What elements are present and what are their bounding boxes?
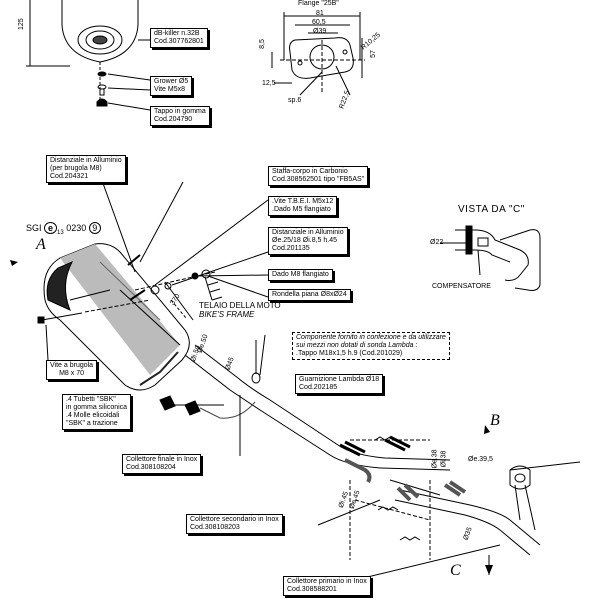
dim-81: 81 (316, 10, 324, 17)
vista-d22: Ø22 (430, 239, 444, 246)
dado-m8-box: Dado M8 flangiato (268, 269, 333, 281)
dim-i38: Øi.38 (440, 450, 448, 468)
vista-title: VISTA DA "C" (458, 204, 525, 215)
db-killer-box: dB-killer n.32B Cod.307762801 (150, 28, 208, 48)
brugola-bolt (37, 299, 151, 324)
distanziale-2-box: Distanziale in Alluminio Øe.25/18 Øi.8,5… (268, 227, 348, 255)
muffler-drawing (43, 243, 190, 391)
flange-caption: Flange "25B" (298, 0, 339, 7)
collettore-secondario-box: Collettore secondario in Inox Cod.308108… (186, 514, 283, 534)
componente-box: Componente fornito in confezione e da ut… (292, 332, 450, 360)
staffa-carbonio-box: Staffa-corpo in Carbonio Cod.308562501 t… (268, 166, 369, 186)
letter-c: C (450, 562, 461, 579)
distanziale-alluminio-box: Distanziale in Alluminio (per brugola M8… (46, 155, 126, 183)
dim-e39-5: Øe.39,5 (468, 456, 493, 463)
e-mark: e (44, 222, 58, 234)
dim-8-5: 8,5 (258, 39, 266, 49)
letter-a: A (36, 236, 46, 253)
db-killer-drawing (26, 0, 150, 104)
grower-box: Grower Ø5 Vite M5x8 (150, 76, 193, 96)
letter-b: B (490, 412, 500, 429)
bikes-frame-label: BIKE'S FRAME (199, 310, 255, 319)
dim-57: 57 (369, 50, 377, 58)
vite-brugola-box: Vite a brugola M8 x 70 (46, 360, 98, 380)
vista-c-drawing (440, 225, 541, 291)
collettore-primario-box: Collettore primario in Inox Cod.30858820… (283, 576, 371, 596)
tappo-box: Tappo in gomma Cod.204790 (150, 106, 210, 126)
tubetti-box: .4 Tubetti "SBK" in gomma siliconica .4 … (62, 394, 132, 430)
compensatore-label: COMPENSATORE (432, 283, 491, 290)
vite-tbei-box: .Vite T.B.E.I. M5x12 .Dado M5 flangiato (268, 196, 338, 216)
collettore-finale-box: Collettore finale in Inox Cod.308108204 (122, 454, 202, 474)
pipes-drawing (159, 340, 581, 560)
dim-e38: Øe.38 (431, 449, 439, 469)
dim-sp6: sp.6 (288, 97, 302, 104)
dim-60-5: 60,5 (312, 19, 326, 26)
rondella-box: Rondella piana Ø8xØ24 (268, 289, 351, 301)
dim-125: 125 (18, 18, 25, 30)
telaio-label: TELAIO DELLA MOTO (199, 301, 281, 310)
guarnizione-box: Guarnizione Lambda Ø18 Cod.202185 (295, 374, 384, 394)
dim-12-5: 12,5 (262, 80, 276, 87)
flange-drawing (271, 12, 365, 96)
dim-39: Ø39 (313, 28, 327, 35)
